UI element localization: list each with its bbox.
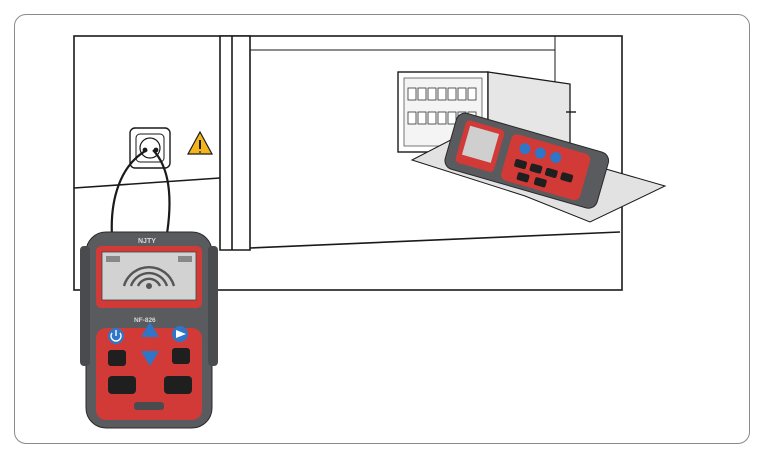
test-leads — [110, 149, 171, 241]
screen-indicator-right — [178, 256, 192, 262]
down-arrow-button — [141, 351, 159, 366]
test-lead-right — [152, 149, 171, 241]
receiver-blue-button-3 — [550, 152, 562, 164]
up-arrow-button — [141, 322, 159, 337]
screen-indicator-left — [106, 256, 120, 262]
receiver-blue-button-2 — [534, 147, 546, 159]
breaker-row-top — [407, 87, 477, 101]
left-function-button — [108, 376, 136, 394]
device-bottom-grip — [134, 402, 164, 410]
device-brand-text: NJTY — [138, 238, 156, 245]
illustration-frame — [14, 14, 750, 444]
transmitter-device: NJTY NF-826 — [80, 231, 218, 429]
right-function-button — [164, 376, 192, 394]
light-button — [108, 350, 126, 366]
floor-line-right — [249, 231, 621, 249]
wall-socket — [129, 127, 171, 169]
floor-line-left — [73, 177, 221, 189]
scene-border — [73, 35, 623, 291]
warning-icon — [186, 130, 214, 155]
receiver-unit — [444, 112, 610, 209]
door-frame — [219, 35, 251, 251]
receiver-blue-button-1 — [519, 143, 531, 155]
device-model-text: NF-826 — [134, 317, 156, 324]
volume-button — [172, 348, 190, 364]
test-lead-left — [110, 149, 148, 237]
signal-strength-icon — [122, 265, 176, 289]
